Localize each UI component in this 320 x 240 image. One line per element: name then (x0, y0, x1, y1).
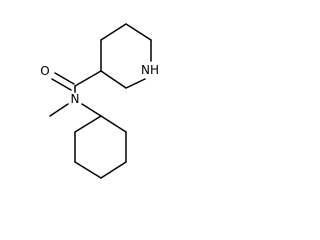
bond-c3-c4 (100, 23, 127, 41)
bond-ch6-ch1 (74, 115, 102, 133)
bond-carbonyl-o-2 (51, 78, 72, 91)
bond-n-c6 (125, 78, 146, 89)
bond-c4-c5 (125, 23, 152, 41)
bond-n-methyl (49, 103, 69, 117)
bond-carbonyl-o-1 (54, 72, 75, 85)
bond-ch3-ch4 (100, 161, 127, 179)
piperidine-ring (100, 23, 152, 89)
bond-n-cyclohexyl (81, 103, 102, 117)
bond-ch1-ch2 (100, 115, 127, 133)
structure-diagram: O N NH (40, 23, 159, 179)
bond-c2-carbonyl (74, 70, 102, 87)
amide-nitrogen-label: N (71, 92, 80, 106)
bond-ch4-ch5 (74, 161, 102, 179)
bond-c6-c2 (100, 70, 127, 89)
piperidine-nh-label: NH (141, 63, 159, 77)
cyclohexane-ring (74, 115, 127, 179)
amide-group (49, 70, 102, 117)
oxygen-label: O (40, 64, 49, 78)
